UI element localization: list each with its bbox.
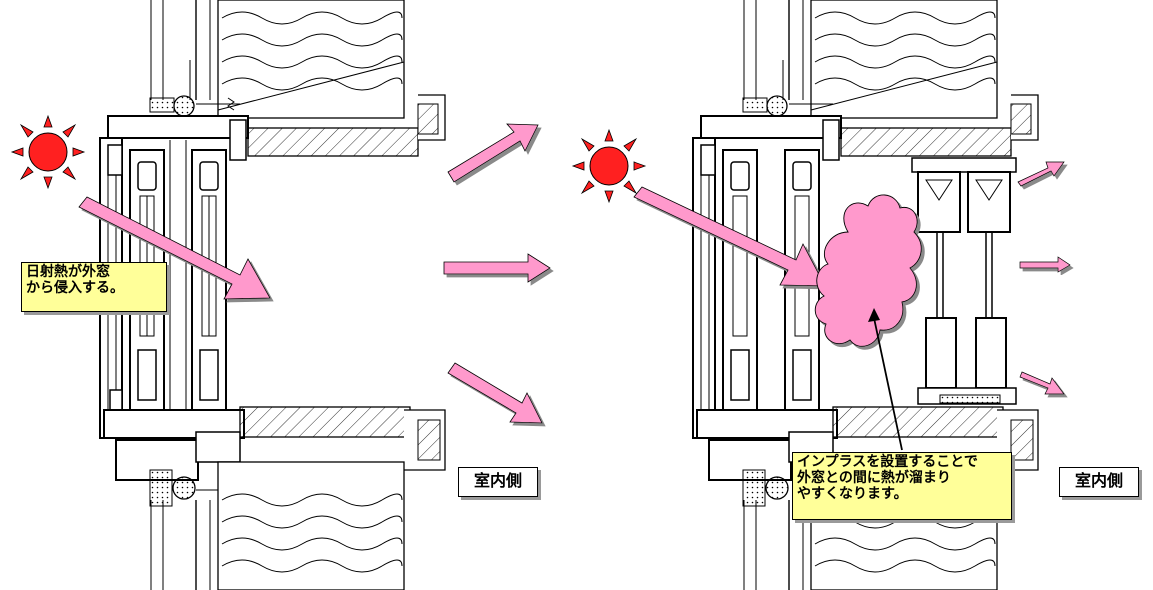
heat-arrow-icon bbox=[447, 362, 543, 424]
sun-icon bbox=[571, 128, 647, 204]
left-section-drawing bbox=[99, 0, 446, 590]
left-callout: 日射熱が外窓 から侵入する。 bbox=[21, 262, 167, 312]
heat-arrow-icon bbox=[633, 186, 826, 287]
left-room-label: 室内側 bbox=[458, 467, 538, 497]
heat-cloud-icon bbox=[814, 194, 922, 347]
heat-arrow-icon bbox=[1017, 161, 1065, 187]
right-callout-line1: インプラスを設置することで bbox=[797, 454, 978, 470]
heat-arrow-icon bbox=[78, 196, 271, 300]
sun-icon bbox=[10, 114, 86, 190]
heat-arrow-icon bbox=[1019, 256, 1071, 273]
right-callout-line3: やすくなります。 bbox=[797, 486, 908, 502]
left-callout-line1: 日射熱が外窓 bbox=[26, 264, 110, 280]
left-callout-line2: から侵入する。 bbox=[26, 280, 124, 296]
inner-window-drawing bbox=[911, 157, 1017, 405]
callout-pointer bbox=[868, 308, 903, 451]
heat-arrow-icon bbox=[447, 123, 539, 183]
heat-arrow-icon bbox=[443, 253, 551, 283]
heat-arrow-icon bbox=[1019, 371, 1065, 395]
right-room-label: 室内側 bbox=[1059, 467, 1139, 497]
right-callout-line2: 外窓との間に熱が溜まり bbox=[797, 470, 951, 486]
right-callout: インプラスを設置することで 外窓との間に熱が溜まり やすくなります。 bbox=[792, 452, 1012, 520]
